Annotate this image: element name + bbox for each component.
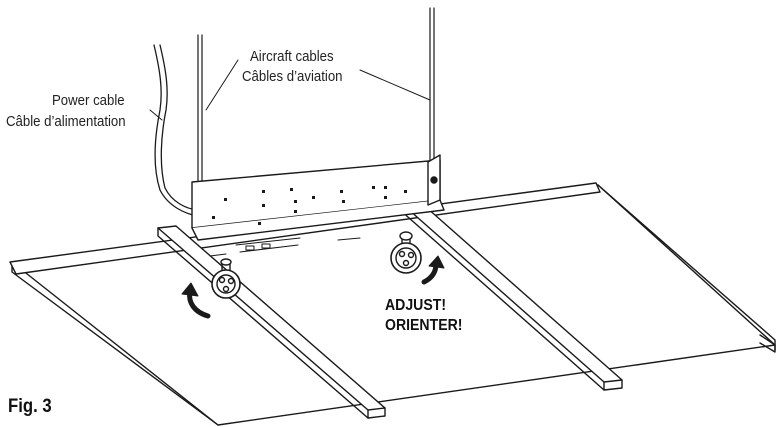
power-cable-label-en: Power cable: [52, 92, 125, 109]
aircraft-cables-label-fr: Câbles d’aviation: [242, 68, 343, 85]
power-cable: [153, 44, 199, 217]
leader-lines: [149, 59, 431, 121]
adjust-arrow-right: [421, 255, 445, 285]
adjust-label-en: ADJUST!: [385, 297, 447, 314]
figure-label: Fig. 3: [8, 396, 52, 417]
power-cable-label-fr: Câble d’alimentation: [6, 113, 126, 130]
right-clip: [390, 231, 422, 274]
adjust-label-fr: ORIENTER!: [385, 317, 463, 334]
left-clip: [211, 258, 241, 299]
aircraft-cables-label-en: Aircraft cables: [250, 48, 334, 65]
panel-slots: [209, 237, 361, 257]
driver-housing: [191, 154, 445, 241]
aircraft-cables: [197, 7, 435, 186]
ceiling-tbar-left: [157, 225, 386, 419]
adjust-arrow-left: [181, 282, 211, 319]
